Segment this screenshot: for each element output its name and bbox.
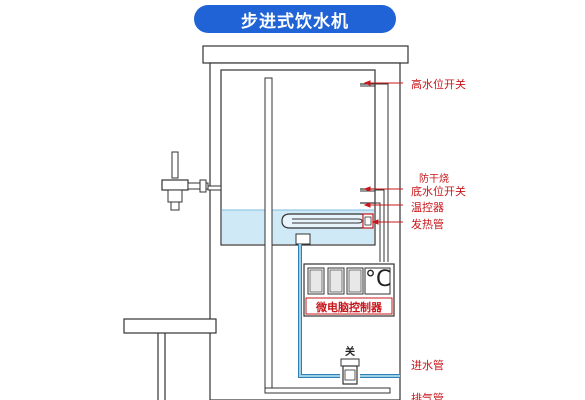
label-inlet-pipe: 进水管 (411, 359, 444, 372)
label-low-level-switch: 底水位开关 (411, 185, 466, 198)
label-high-level-switch: 高水位开关 (411, 78, 466, 91)
valve-handle (340, 358, 360, 367)
faucet-handle (171, 151, 179, 179)
overflow-pipe (264, 77, 273, 389)
stand-shelf (123, 318, 217, 334)
label-heating-tube: 发热管 (411, 218, 444, 231)
cabinet-lid (202, 45, 409, 64)
label-cut-off: 排气管 (411, 392, 444, 400)
label-controller: 微电脑控制器 (316, 301, 382, 314)
label-dry-burn-protect: 防干烧 (419, 174, 449, 185)
label-thermostat: 温控器 (411, 201, 444, 214)
degree-symbol: °C (365, 267, 392, 292)
label-valve-state: 关 (345, 347, 355, 358)
faucet (161, 179, 189, 191)
diagram-title: 步进式饮水机 (194, 5, 396, 33)
heating-element (281, 213, 369, 229)
